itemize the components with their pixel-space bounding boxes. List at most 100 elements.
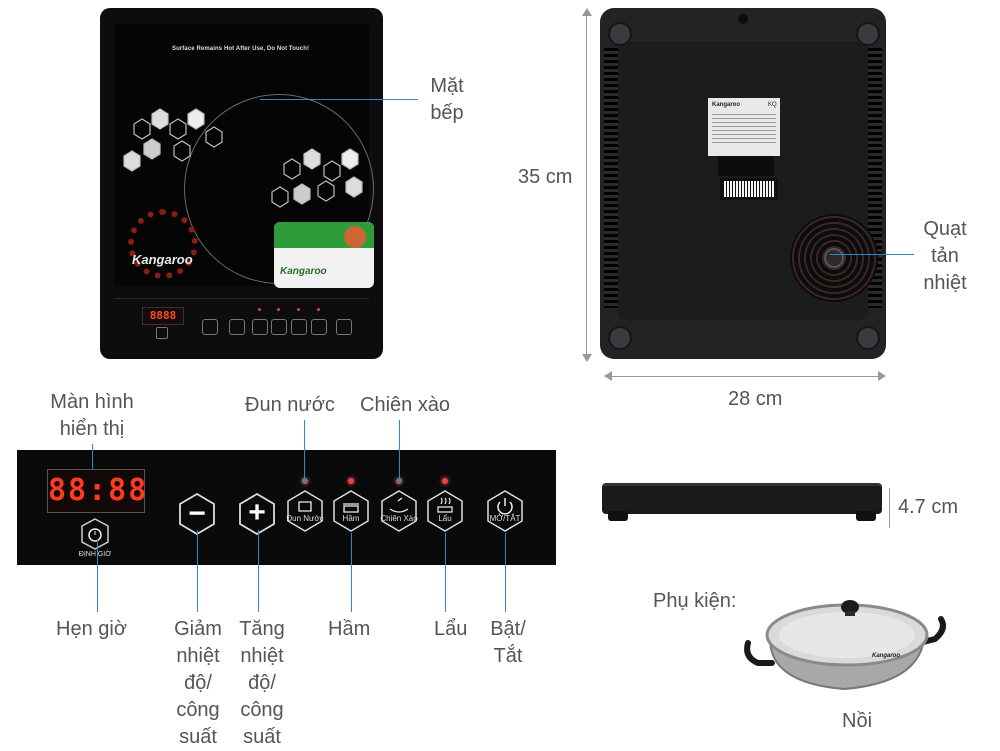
mini-led [317,308,320,311]
pot-brand: Kangaroo [872,653,901,659]
stew-sub-label: Hầm [342,514,360,523]
fry-sub-label: Chiên Xào [380,514,418,523]
mini-power-button [336,319,352,335]
hotpot-accessory: Kangaroo [742,595,947,700]
callout-dot-fry [397,478,402,483]
stew-led [348,478,354,484]
minus-button[interactable]: − [178,493,216,535]
plus-button[interactable]: + [238,493,276,535]
rubber-foot [856,326,880,350]
rubber-foot [608,326,632,350]
hotpot-caption: Lẩu [434,618,468,640]
left-vents [604,48,618,308]
width-dimension-line [606,376,884,377]
hotpot-icon [437,497,453,513]
callout-line-minus [197,530,198,612]
side-body [602,483,882,514]
thickness-dimension-line [889,488,890,528]
power-icon [497,498,513,515]
hotpot-button[interactable]: Lẩu [426,490,464,532]
stew-button[interactable]: Hầm [332,490,370,532]
minus-caption: Giảm nhiệt độ/ công suất [174,618,222,748]
hanging-hole [738,14,748,24]
accessory-title: Phụ kiện: [653,590,737,612]
mini-led [277,308,280,311]
boil-caption: Đun nước [245,394,335,416]
rubber-foot [608,22,632,46]
sticker-shadow [718,156,774,176]
mini-led [258,308,261,311]
fan-label: Quạt tản nhiệt [923,218,967,294]
callout-line-hotpot [445,533,446,612]
fry-caption: Chiên xào [360,394,451,416]
callout-line-plus [258,530,259,612]
mini-control-panel: 8888 [114,298,369,345]
side-foot [856,511,876,521]
heat-indicator-arc [128,209,198,279]
callout-line-boil [304,420,305,480]
stew-pot-icon [343,503,359,513]
rating-sticker-brand: Kangaroo [712,102,741,108]
callout-line-fry [399,420,400,480]
height-dimension-line [586,10,587,360]
mini-boil-button [252,319,268,335]
mini-led [297,308,300,311]
power-sub-label: MỞ/TẮT [489,514,521,523]
side-foot [608,511,628,521]
stew-caption: Hầm [328,618,371,640]
warning-text: Surface Remains Hot After Use, Do Not To… [172,46,310,52]
pot-label: Nồi [842,710,873,732]
promo-sticker: Kangaroo [274,222,374,288]
callout-dot-boil [302,478,307,483]
arrow-down-icon [582,354,592,362]
rating-sticker: Kangaroo KQ [708,98,780,156]
callout-line-fan [830,254,914,255]
cooktop-back-view: Kangaroo KQ [600,8,886,359]
frying-pan-icon [389,497,409,513]
hexagon-pattern [123,108,363,208]
mini-stew-button [271,319,287,335]
kettle-icon [298,501,312,512]
callout-line-power [505,533,506,612]
boil-button[interactable]: Đun Nước [286,490,324,532]
width-label: 28 cm [728,388,783,410]
boil-sub-label: Đun Nước [286,514,324,523]
callout-line-stew [351,533,352,612]
hotpot-sub-label: Lẩu [438,514,452,523]
height-label: 35 cm [518,166,573,188]
mini-plus-button [229,319,245,335]
timer-caption: Hẹn giờ [56,618,127,640]
cooktop-top-view: Surface Remains Hot After Use, Do Not To… [100,8,383,359]
timer-button[interactable] [80,518,110,550]
callout-line-timer [97,540,98,612]
mini-hotpot-button [311,319,327,335]
power-caption: Bật/ Tắt [490,618,526,667]
cooling-fan [790,214,878,302]
minus-icon: − [188,497,206,530]
hotpot-led [442,478,448,484]
mini-fry-button [291,319,307,335]
fry-button[interactable]: Chiên Xào [380,490,418,532]
timer-sub-label: ĐỊNH GIỜ [78,551,112,558]
power-button[interactable]: MỞ/TẮT [486,490,524,532]
cooktop-side-view [602,483,882,523]
rating-sticker-code: KQ [768,102,777,108]
brand-logo: Kangaroo [132,252,193,267]
mini-timer-button [156,327,168,339]
mini-minus-button [202,319,218,335]
display-caption: Màn hình hiển thị [50,391,134,440]
callout-line-surface [260,99,418,100]
plus-caption: Tăng nhiệt độ/ công suất [239,618,285,748]
callout-line-display [92,444,93,469]
arrow-up-icon [582,8,592,16]
rubber-foot [856,22,880,46]
control-panel-closeup: 88:88 ĐỊNH GIỜ − + Đun Nước Hầm Chiên Xà… [17,450,556,565]
digital-display: 88:88 [47,469,146,513]
arrow-right-icon [878,371,886,381]
plus-icon: + [248,496,266,529]
surface-label: Mặt bếp [430,75,464,124]
glass-surface: Surface Remains Hot After Use, Do Not To… [114,24,374,288]
mini-display: 8888 [142,307,184,325]
barcode [720,178,778,200]
sticker-brand: Kangaroo [280,266,327,277]
